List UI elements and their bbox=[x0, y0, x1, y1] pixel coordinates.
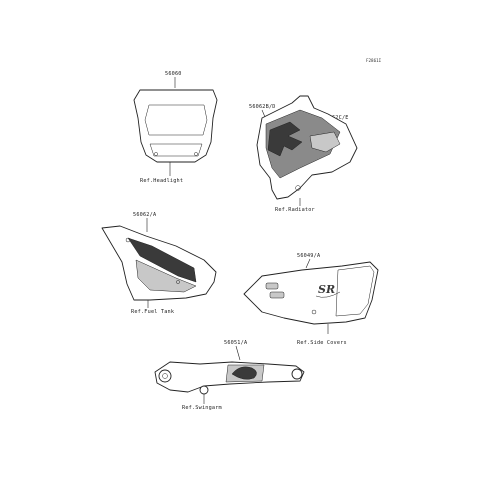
side-cover-part-number: 56049/A bbox=[297, 253, 321, 259]
headlight-cover-part-number: 56060 bbox=[165, 71, 182, 77]
radiator-shroud-bolt-hole bbox=[295, 185, 301, 191]
swingarm-ref-label: Ref.Swingarm bbox=[182, 405, 222, 411]
swingarm-leader-line bbox=[235, 345, 241, 361]
fuel-tank-ref-label: Ref.Fuel Tank bbox=[131, 309, 175, 315]
swingarm-axle-end bbox=[291, 368, 303, 380]
fuel-tank-part-number: 56062/A bbox=[133, 212, 157, 218]
side-cover-bolt-hole bbox=[311, 309, 317, 315]
swingarm-group: 56051/A Ref.Swingarm bbox=[154, 340, 305, 411]
fuel-tank-graphic-light bbox=[135, 259, 197, 293]
radiator-shroud-group: 56062B/D 56062C/E Ref.Radiator bbox=[249, 95, 358, 213]
headlight-ref-label: Ref.Headlight bbox=[140, 178, 183, 184]
side-cover-outline bbox=[243, 261, 379, 325]
side-cover-vent-top bbox=[265, 282, 279, 290]
fuel-tank-mount-hole bbox=[125, 237, 131, 243]
side-cover-logo-swoosh bbox=[315, 291, 341, 298]
radiator-shroud-logo-graphic bbox=[267, 121, 303, 157]
side-cover-group: 56049/A SR Ref.Side Covers bbox=[243, 253, 379, 346]
side-cover-leader-line bbox=[305, 258, 311, 269]
headlight-mount-hole-left bbox=[154, 152, 158, 156]
headlight-mount-hole-right bbox=[194, 152, 198, 156]
side-cover-ref-label: Ref.Side Covers bbox=[297, 340, 347, 346]
side-cover-vent-bottom bbox=[269, 291, 285, 299]
headlight-cover-window bbox=[144, 104, 208, 136]
radiator-shroud-vent bbox=[309, 131, 341, 153]
fuel-tank-group: 56062/A Ref.Fuel Tank bbox=[101, 212, 217, 315]
swingarm-pivot-hole bbox=[162, 373, 168, 379]
fuel-tank-screw-hole bbox=[176, 280, 180, 284]
swingarm-part-number: 56051/A bbox=[224, 340, 248, 346]
headlight-cover-lower-panel bbox=[149, 143, 203, 157]
swingarm-pivot-boss bbox=[158, 369, 172, 383]
fuel-tank-graphic-dark bbox=[127, 237, 197, 283]
radiator-shroud-part-number-left: 56062B/D bbox=[249, 104, 276, 110]
side-cover-number-plate bbox=[335, 265, 375, 317]
swingarm-chain-slider-boss bbox=[199, 385, 209, 395]
swingarm-decal-graphic bbox=[231, 366, 257, 380]
side-cover-logo: SR bbox=[318, 283, 335, 296]
headlight-cover-group: 56060 Ref.Headlight bbox=[133, 71, 218, 184]
figure-code: F2861I bbox=[366, 58, 382, 63]
radiator-ref-label: Ref.Radiator bbox=[275, 207, 315, 213]
